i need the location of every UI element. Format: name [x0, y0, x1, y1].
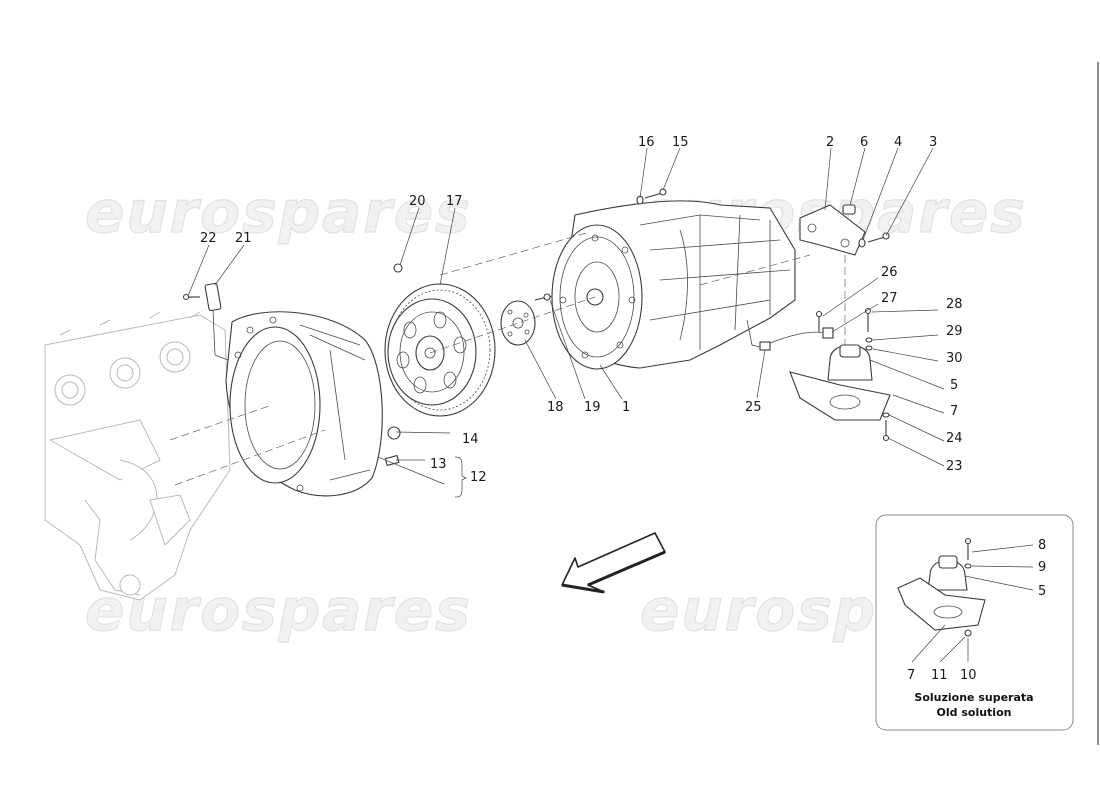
washer-4-drawing [858, 238, 866, 248]
label-part-19: 19 [584, 400, 601, 415]
label-part-30: 30 [946, 351, 963, 366]
label-part-15: 15 [672, 135, 689, 150]
label-part-2: 2 [826, 135, 834, 150]
label-part-25: 25 [745, 400, 762, 415]
inset-bolts-drawing [964, 537, 972, 637]
inset-leader-lines [911, 544, 1034, 663]
engine-mount-drawing [827, 344, 873, 381]
label-part-5: 5 [950, 378, 958, 393]
inset-plate-drawing [897, 577, 986, 631]
screw-22-drawing [182, 293, 200, 301]
label-part-13: 13 [430, 457, 447, 472]
mount-bracket-drawing [799, 204, 866, 256]
label-part-1: 1 [622, 400, 630, 415]
label-part-22: 22 [200, 231, 217, 246]
label-part-14: 14 [462, 432, 479, 447]
label-part-21: 21 [235, 231, 252, 246]
label-part-6: 6 [860, 135, 868, 150]
inset-label-part-11: 11 [931, 668, 948, 683]
label-part-3: 3 [929, 135, 937, 150]
label-part-26: 26 [881, 265, 898, 280]
inset-label-part-5: 5 [1038, 584, 1046, 599]
engine-block-drawing [44, 311, 231, 601]
label-part-16: 16 [638, 135, 655, 150]
label-part-28: 28 [946, 297, 963, 312]
bolt-19-drawing [534, 293, 553, 301]
old-solution-inset: 8 9 5 7 11 10 Soluzione superata Old sol… [875, 514, 1074, 731]
inset-label-part-8: 8 [1038, 538, 1046, 553]
label-part-27: 27 [881, 291, 898, 306]
gearbox-drawing [551, 200, 796, 370]
watermark-1: eurospares [85, 178, 472, 246]
mount-plate-drawing [789, 371, 891, 421]
bolts-26-30-drawing [815, 307, 890, 442]
label-part-18: 18 [547, 400, 564, 415]
sensor-drawing [204, 282, 222, 356]
leader-lines [187, 147, 945, 498]
bolt-13-drawing [384, 454, 400, 467]
inset-mount-drawing [927, 555, 968, 591]
drive-plate-drawing [500, 300, 536, 346]
inset-caption-italian: Soluzione superata [914, 691, 1033, 704]
label-part-7: 7 [950, 404, 958, 419]
nut-14-drawing [387, 426, 401, 440]
label-part-24: 24 [946, 431, 963, 446]
cable-sensor-drawing [746, 319, 834, 351]
label-part-4: 4 [894, 135, 902, 150]
direction-arrow-shadow [561, 550, 666, 594]
flywheel-drawing [384, 263, 496, 417]
inset-label-part-10: 10 [960, 668, 977, 683]
inset-caption-english: Old solution [937, 706, 1012, 719]
label-part-23: 23 [946, 459, 963, 474]
label-part-17: 17 [446, 194, 463, 209]
label-part-29: 29 [946, 324, 963, 339]
label-part-12: 12 [470, 470, 487, 485]
bolt-15-drawing [644, 188, 667, 199]
label-part-20: 20 [409, 194, 426, 209]
alignment-lines [169, 231, 846, 486]
bell-housing-drawing [214, 311, 383, 497]
inset-label-part-9: 9 [1038, 560, 1046, 575]
cap-6-drawing [842, 204, 856, 215]
inset-label-part-7: 7 [907, 668, 915, 683]
